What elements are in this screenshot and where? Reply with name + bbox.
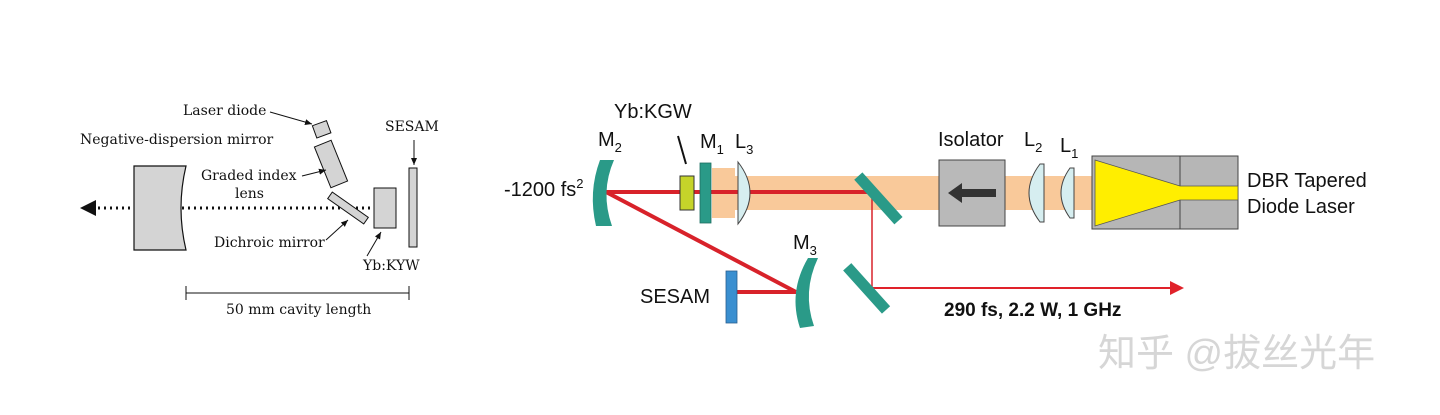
label-cavity-length: 50 mm cavity length bbox=[226, 302, 371, 318]
isolator-arrow-icon bbox=[948, 183, 996, 203]
label-l2: L2 bbox=[1024, 129, 1042, 155]
label-yb-kgw: Yb:KGW bbox=[614, 101, 692, 123]
label-l1: L1 bbox=[1060, 135, 1078, 161]
beam-m2-to-m3 bbox=[605, 190, 797, 294]
negative-dispersion-mirror bbox=[133, 165, 187, 251]
label-output: 290 fs, 2.2 W, 1 GHz bbox=[944, 300, 1121, 321]
mirror-diagonal-upper bbox=[854, 172, 903, 225]
diode-laser-taper bbox=[1094, 159, 1239, 227]
label-laser-diode: Laser diode bbox=[183, 103, 266, 119]
pointer-laser-diode bbox=[269, 111, 313, 125]
mirror-m2 bbox=[592, 160, 614, 226]
lens-l3 bbox=[737, 160, 751, 226]
pointer-yb-kgw bbox=[677, 135, 687, 165]
pointer-crystal bbox=[366, 231, 382, 257]
label-neg-dispersion-mirror: Negative-dispersion mirror bbox=[80, 132, 274, 148]
label-dispersion: -1200 fs2 bbox=[504, 176, 584, 201]
mirror-m3 bbox=[795, 258, 818, 328]
dichroic-mirror bbox=[326, 191, 370, 225]
sesam-left bbox=[408, 167, 418, 248]
label-graded-index-1: Graded index bbox=[201, 168, 297, 184]
lens-l2 bbox=[1028, 163, 1045, 223]
watermark: 知乎 @拔丝光年 bbox=[1098, 333, 1375, 375]
pointer-graded-index bbox=[301, 168, 327, 177]
lens-l1 bbox=[1060, 167, 1075, 219]
yb-kyw-crystal bbox=[373, 187, 397, 229]
sesam-right bbox=[725, 270, 738, 324]
laser-diode bbox=[311, 119, 332, 139]
mirror-m1 bbox=[699, 162, 712, 224]
label-m3: M3 bbox=[793, 232, 817, 258]
label-m1: M1 bbox=[700, 131, 724, 157]
label-m2: M2 bbox=[598, 129, 622, 155]
mirror-diagonal-lower bbox=[843, 263, 891, 314]
yb-kgw-crystal bbox=[679, 175, 695, 211]
right-laser-diagram: Yb:KGW M1 L3 M2 -1200 fs2 M3 SESAM 290 f… bbox=[504, 101, 1367, 328]
label-sesam-left: SESAM bbox=[385, 119, 439, 135]
label-l3: L3 bbox=[735, 131, 753, 157]
label-sesam-right: SESAM bbox=[640, 286, 710, 308]
label-laser-line1: DBR Tapered bbox=[1247, 170, 1367, 192]
label-isolator: Isolator bbox=[938, 129, 1004, 151]
pointer-dichroic bbox=[325, 219, 349, 241]
label-yb-kyw: Yb:KYW bbox=[362, 258, 420, 274]
label-graded-index-2: lens bbox=[235, 186, 264, 202]
label-dichroic-mirror: Dichroic mirror bbox=[214, 235, 325, 251]
left-laser-diagram: Laser diode Negative-dispersion mirror S… bbox=[80, 103, 439, 318]
output-arrow-icon bbox=[80, 200, 96, 216]
label-laser-line2: Diode Laser bbox=[1247, 196, 1355, 218]
graded-index-lens bbox=[313, 139, 349, 189]
